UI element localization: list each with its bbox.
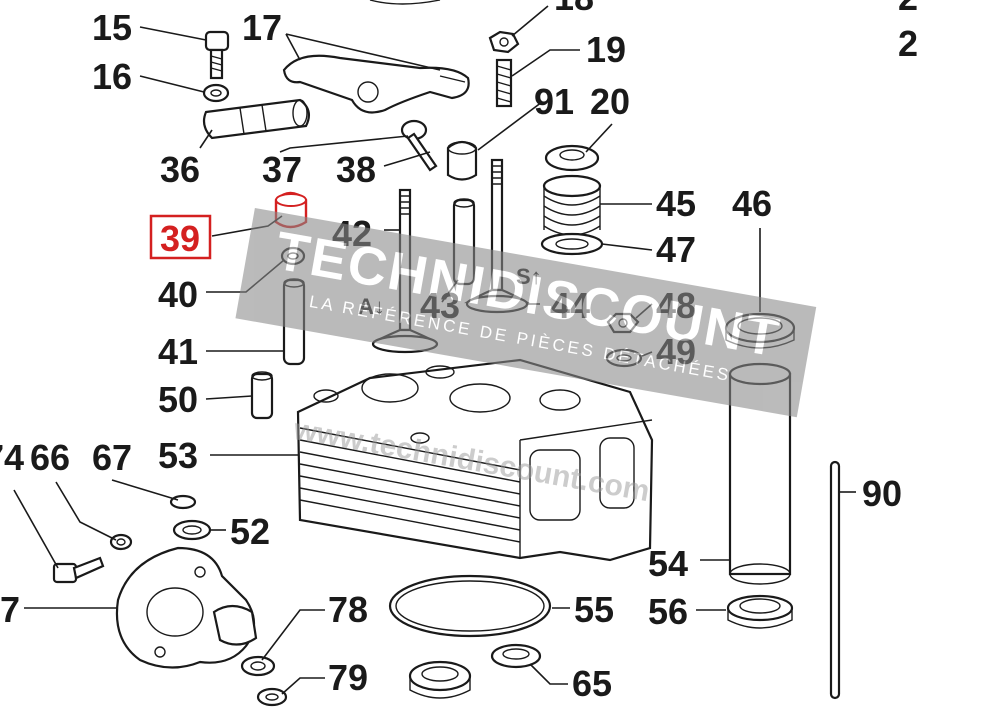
part-number-91: 91 xyxy=(534,81,574,122)
part-16-nut xyxy=(202,83,230,103)
part-seal-ring-bottom xyxy=(408,660,472,699)
part-74-bolt xyxy=(52,556,105,584)
part-77-flange-housing xyxy=(115,546,258,669)
part-number-65: 65 xyxy=(572,663,612,704)
part-number-74-cropped: 74 xyxy=(0,437,24,478)
part-65-seal-ring xyxy=(490,643,542,669)
part-number-47: 47 xyxy=(656,229,696,270)
part-45-valve-spring xyxy=(542,174,602,236)
part-56-seal-ring xyxy=(726,594,794,629)
part-number-79: 79 xyxy=(328,657,368,698)
part-number-77: 77 xyxy=(0,589,20,630)
part-37-adjusting-screw xyxy=(400,119,438,172)
part-15-bolt xyxy=(204,30,230,80)
part-number-18: 18 xyxy=(554,0,594,18)
part-number-66: 66 xyxy=(30,437,70,478)
part-79-seal xyxy=(256,687,288,707)
part-20-spring-retainer xyxy=(544,144,600,172)
part-number-46: 46 xyxy=(732,183,772,224)
part-number-90: 90 xyxy=(862,473,902,514)
part-number-54: 54 xyxy=(648,543,688,584)
part-number-2-second: 2 xyxy=(898,23,918,64)
part-number-37: 37 xyxy=(262,149,302,190)
cropped-part-top xyxy=(369,0,441,5)
part-90-pushrod xyxy=(829,460,841,700)
part-number-38: 38 xyxy=(336,149,376,190)
part-number-78: 78 xyxy=(328,589,368,630)
part-number-19: 19 xyxy=(586,29,626,70)
part-number-52: 52 xyxy=(230,511,270,552)
part-number-56: 56 xyxy=(648,591,688,632)
part-number-16: 16 xyxy=(92,56,132,97)
part-91-valve-cap xyxy=(446,140,478,181)
part-number-53: 53 xyxy=(158,435,198,476)
part-number-45: 45 xyxy=(656,183,696,224)
part-number-40: 40 xyxy=(158,274,198,315)
part-50-dowel-pin xyxy=(250,371,274,420)
part-number-15: 15 xyxy=(92,7,132,48)
part-number-50: 50 xyxy=(158,379,198,420)
part-67-o-ring xyxy=(169,494,197,510)
part-55-gasket xyxy=(388,574,552,638)
part-number-55: 55 xyxy=(574,589,614,630)
part-53-cylinder-head xyxy=(296,358,654,562)
part-19-stud xyxy=(495,58,513,108)
part-47-spring-seat xyxy=(540,232,604,256)
part-18-nut xyxy=(488,30,520,54)
part-number-39[interactable]: 39 xyxy=(160,218,200,259)
watermark-band xyxy=(235,207,817,418)
part-number-36: 36 xyxy=(160,149,200,190)
part-17-rocker-arm xyxy=(282,54,470,114)
part-number-41: 41 xyxy=(158,331,198,372)
highlight-box-39 xyxy=(149,214,212,260)
part-52-o-ring xyxy=(172,519,212,541)
part-66-washer xyxy=(109,533,133,551)
part-78-seal xyxy=(240,655,276,677)
part-number-20: 20 xyxy=(590,81,630,122)
part-36-rocker-shaft xyxy=(202,98,311,140)
part-number-17: 17 xyxy=(242,7,282,48)
part-number-2-top: 2 xyxy=(898,0,918,18)
part-number-67: 67 xyxy=(92,437,132,478)
